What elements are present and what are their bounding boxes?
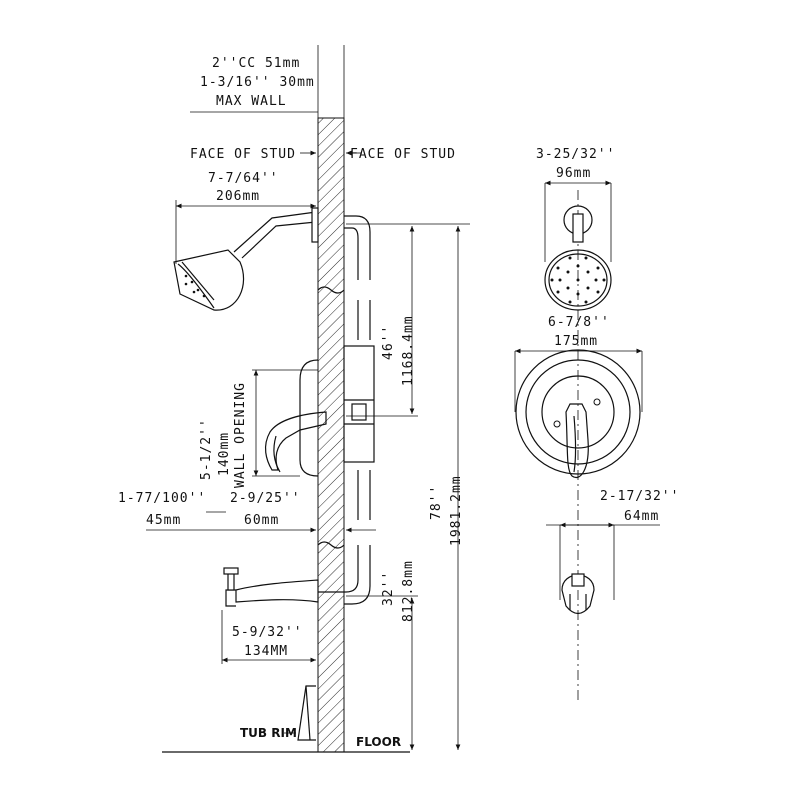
shower-head-side-icon: 7-7/64'' 206mm [173,171,371,311]
svg-text:1981.2mm: 1981.2mm [449,475,464,546]
tub-rim: TUB RIM [240,685,316,741]
svg-text:32'': 32'' [381,571,396,606]
floor-line: FLOOR [162,735,410,753]
svg-text:3-25/32'': 3-25/32'' [536,147,615,162]
svg-text:TUB RIM: TUB RIM [240,726,297,740]
svg-text:1168.4mm: 1168.4mm [401,315,416,386]
svg-text:2''CC 51mm: 2''CC 51mm [212,56,300,71]
svg-text:78'': 78'' [429,485,444,520]
valve-trim-front-icon: 6-7/8'' 175mm [514,315,643,479]
svg-text:1-77/100'': 1-77/100'' [118,491,206,506]
svg-text:175mm: 175mm [554,334,598,349]
face-of-stud-labels: FACE OF STUD FACE OF STUD [190,147,456,162]
max-wall-label: 2''CC 51mm 1-3/16'' 30mm MAX WALL [190,45,345,118]
spout-reach-dimension: 5-9/32'' 134MM [221,610,316,664]
svg-text:96mm: 96mm [556,166,591,181]
svg-text:FACE OF STUD: FACE OF STUD [350,147,456,162]
tub-spout-side-icon [223,545,371,607]
svg-text:2-9/25'': 2-9/25'' [230,491,301,506]
svg-text:MAX WALL: MAX WALL [216,94,287,109]
svg-text:WALL OPENING: WALL OPENING [233,382,248,488]
svg-text:5-1/2'': 5-1/2'' [199,418,214,480]
wall-opening-dimension: 5-1/2'' 140mm WALL OPENING [199,369,318,488]
svg-text:140mm: 140mm [217,432,232,476]
tub-spout-front-icon: 2-17/32'' 64mm [546,489,679,615]
svg-text:5-9/32'': 5-9/32'' [232,625,303,640]
svg-text:60mm: 60mm [244,513,279,528]
height-dimensions: 46'' 1168.4mm 78'' 1981.2mm 32'' 812.8mm [346,223,470,750]
svg-text:64mm: 64mm [624,509,659,524]
shower-head-front-icon: 3-25/32'' 96mm [536,147,615,311]
svg-text:FACE OF STUD: FACE OF STUD [190,147,296,162]
spray-nozzles [550,256,606,304]
svg-text:45mm: 45mm [146,513,181,528]
wall-section [317,117,345,753]
svg-text:6-7/8'': 6-7/8'' [548,315,610,330]
svg-text:7-7/64'': 7-7/64'' [208,171,279,186]
svg-text:46'': 46'' [381,325,396,360]
svg-text:1-3/16'' 30mm: 1-3/16'' 30mm [200,75,315,90]
svg-text:134MM: 134MM [244,644,288,659]
svg-text:812.8mm: 812.8mm [401,560,416,622]
valve-depth-dimensions: 1-77/100'' 45mm 2-9/25'' 60mm [118,491,376,533]
svg-text:206mm: 206mm [216,189,260,204]
svg-text:FLOOR: FLOOR [356,735,401,749]
svg-text:2-17/32'': 2-17/32'' [600,489,679,504]
